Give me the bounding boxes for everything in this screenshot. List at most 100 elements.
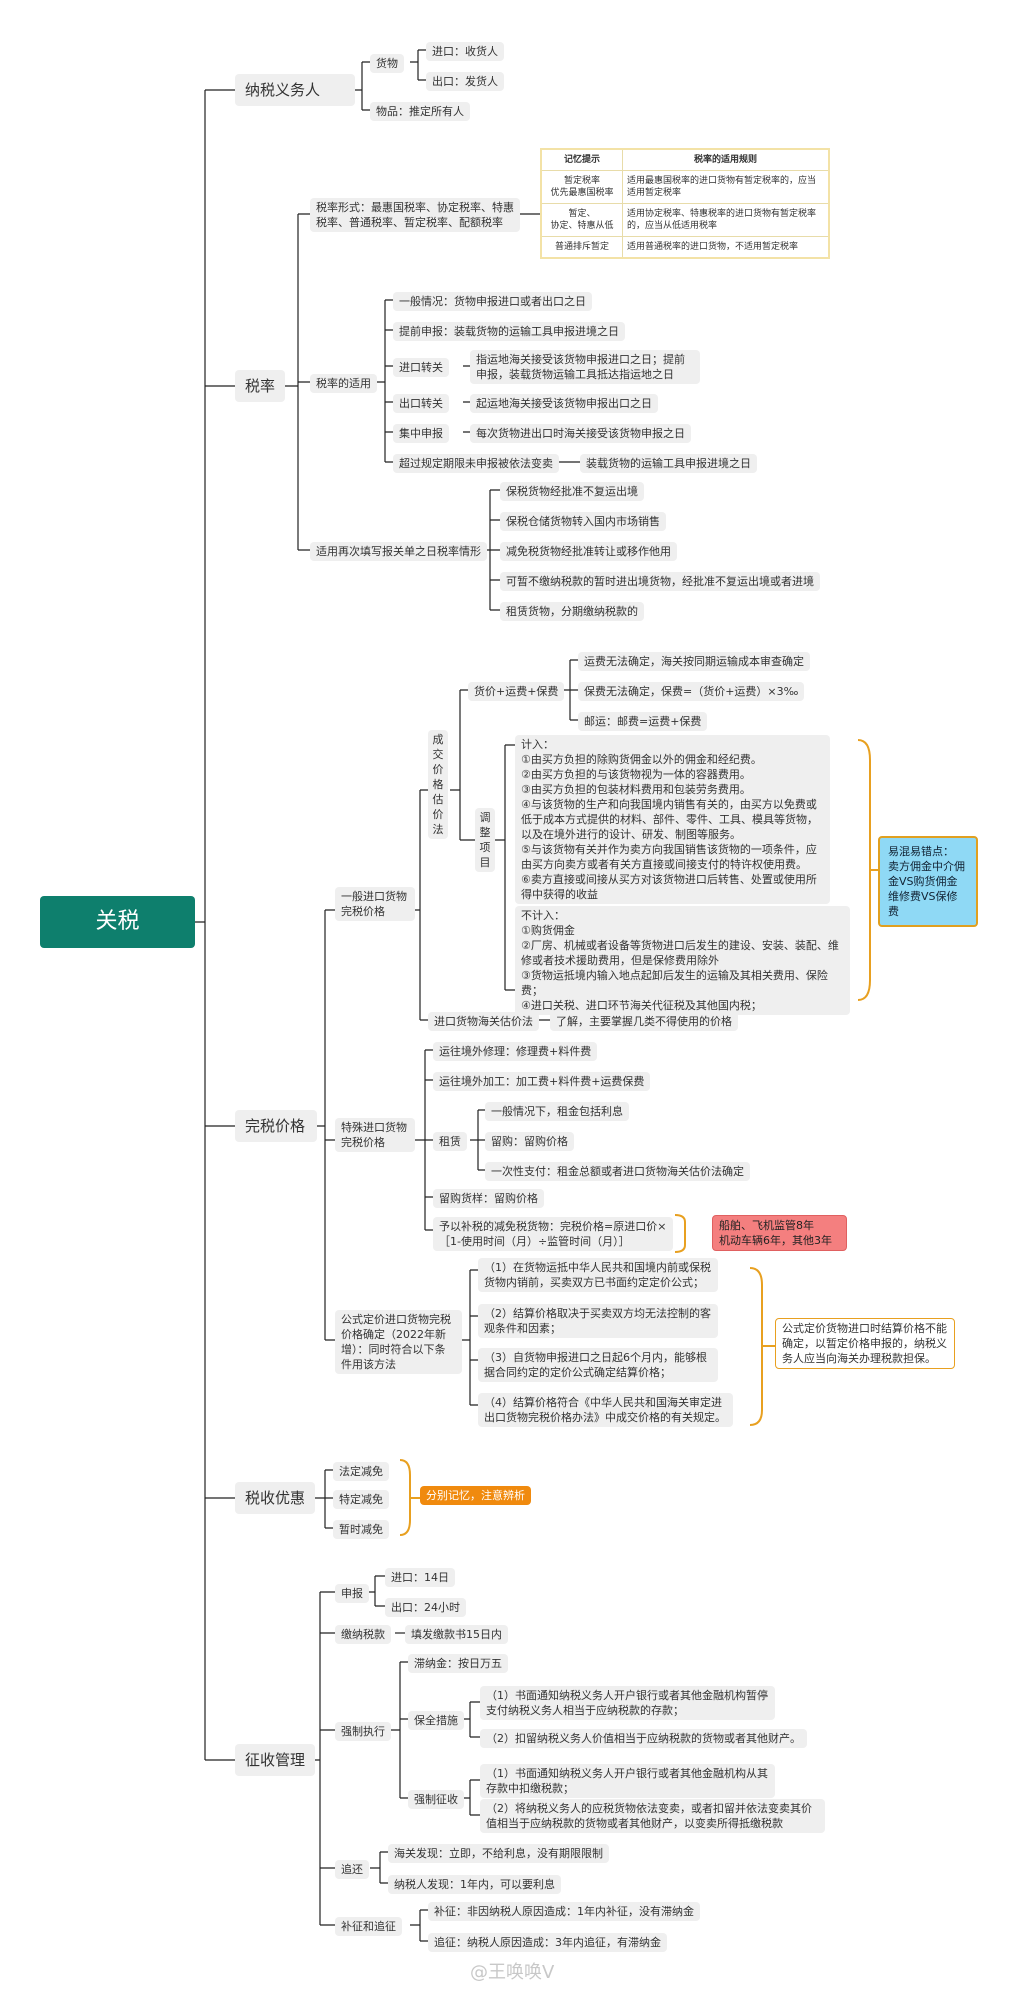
pay-label[interactable]: 缴纳税款: [335, 1625, 391, 1644]
rate-advance-node[interactable]: 提前申报：装载货物的运输工具申报进境之日: [393, 322, 625, 341]
overdue-node[interactable]: 装载货物的运输工具申报进境之日: [580, 454, 757, 473]
rate-memo-table: 记忆提示 税率的适用规则 暂定税率 优先最惠国税率 适用最惠国税率的进口货物有暂…: [540, 148, 830, 259]
pay-node[interactable]: 填发缴款书15日内: [405, 1625, 508, 1644]
processing-node[interactable]: 运往境外加工：加工费+料件费+运费保费: [433, 1072, 651, 1091]
centralized-label[interactable]: 集中申报: [393, 424, 449, 443]
rate-general-node[interactable]: 一般情况：货物申报进口或者出口之日: [393, 292, 592, 311]
force-node[interactable]: 强制征收: [408, 1790, 464, 1809]
relief-item[interactable]: 特定减免: [333, 1490, 389, 1509]
condition-item[interactable]: （2）结算价格取决于买卖双方均无法控制的客观条件和因素；: [478, 1304, 718, 1338]
declare-node[interactable]: 申报: [335, 1584, 369, 1603]
refill-item[interactable]: 保税货物经批准不复运出境: [500, 482, 644, 501]
declare-out-node[interactable]: 出口：24小时: [385, 1598, 466, 1617]
memo-cell: 适用普通税率的进口货物，不适用暂定税率: [622, 236, 830, 259]
goods-node[interactable]: 货物: [370, 54, 404, 73]
refill-label[interactable]: 适用再次填写报关单之日税率情形: [310, 542, 487, 561]
refill-item[interactable]: 减免税货物经批准转让或移作他用: [500, 542, 677, 561]
lease-item[interactable]: 一次性支付：租金总额或者进口货物海关估价法确定: [485, 1162, 750, 1181]
supplement-node[interactable]: 补征和追征: [335, 1917, 402, 1936]
supplement-b-node[interactable]: 追征：纳税人原因造成：3年内追征，有滞纳金: [428, 1933, 667, 1952]
memo-header-rule: 税率的适用规则: [622, 148, 830, 171]
refill-item[interactable]: 可暂不缴纳税款的暂时进出境货物，经批准不复运出境或者进境: [500, 572, 820, 591]
recover-node[interactable]: 追还: [335, 1860, 369, 1879]
centralized-node[interactable]: 每次货物进出口时海关接受该货物申报之日: [470, 424, 691, 443]
declare-in-node[interactable]: 进口：14日: [385, 1568, 455, 1587]
relief-note: 分别记忆，注意辨析: [420, 1486, 531, 1505]
include-item: ④与该货物的生产和向我国境内销售有关的，由买方以免费或低于成本方式提供的材料、部…: [521, 798, 818, 841]
memo-header-tip: 记忆提示: [540, 148, 623, 171]
memo-cell: 普通排斥暂定: [540, 236, 623, 259]
condition-item[interactable]: （1）在货物运抵中华人民共和国境内前或保税货物内销前，买卖双方已书面约定定价公式…: [478, 1258, 718, 1292]
root-node[interactable]: 关税: [40, 896, 195, 948]
post-node[interactable]: 邮运：邮费=运费+保费: [578, 712, 708, 731]
collection-node[interactable]: 征收管理: [235, 1744, 315, 1776]
lease-node[interactable]: 租赁: [433, 1132, 467, 1151]
include-item: ②由买方负担的与该货物视为一体的容器费用。: [521, 768, 751, 781]
rate-apply-node[interactable]: 税率的适用: [310, 374, 377, 393]
condition-item[interactable]: （4）结算价格符合《中华人民共和国海关审定进出口货物完税价格办法》中成交价格的有…: [478, 1393, 733, 1427]
repair-node[interactable]: 运往境外修理：修理费+料件费: [433, 1042, 598, 1061]
relief-node[interactable]: 税收优惠: [235, 1482, 315, 1514]
rate-node[interactable]: 税率: [235, 370, 285, 402]
price-formula-node[interactable]: 货价+运费+保费: [468, 682, 565, 701]
import-receiver-node[interactable]: 进口：收货人: [426, 42, 504, 61]
include-item: ③由买方负担的包装材料费用和包装劳务费用。: [521, 783, 751, 796]
memo-cell: 暂定税率 优先最惠国税率: [540, 170, 623, 204]
adjust-items-node[interactable]: 调整项目: [475, 808, 495, 872]
customs-estimate-label[interactable]: 进口货物海关估价法: [428, 1012, 539, 1031]
general-import-node[interactable]: 一般进口货物完税价格: [335, 887, 415, 921]
exclude-item: ②厂房、机械或者设备等货物进口后发生的建设、安装、装配、维修或者技术援助费用，但…: [521, 939, 839, 967]
formula-price-node[interactable]: 公式定价进口货物完税价格确定（2022年新增）：同时符合以下条件用该方法: [335, 1310, 462, 1374]
transaction-method-node[interactable]: 成交价格估价法: [428, 730, 448, 839]
exclude-item: ①购货佣金: [521, 924, 575, 937]
memo-cell: 适用协定税率、特惠税率的进口货物有暂定税率的，应当从低适用税率: [622, 203, 830, 237]
overdue-label[interactable]: 超过规定期限未申报被依法变卖: [393, 454, 559, 473]
include-box[interactable]: 计入： ①由买方负担的除购货佣金以外的佣金和经纪费。 ②由买方负担的与该货物视为…: [515, 735, 830, 904]
condition-item[interactable]: （3）自货物申报进口之日起6个月内，能够根据合同约定的定价公式确定结算价格；: [478, 1348, 718, 1382]
dutiable-node[interactable]: 完税价格: [235, 1110, 317, 1142]
transit-in-label[interactable]: 进口转关: [393, 358, 449, 377]
include-item: ①由买方负担的除购货佣金以外的佣金和经纪费。: [521, 753, 762, 766]
supplement-a-node[interactable]: 补征：非因纳税人原因造成：1年内补征，没有滞纳金: [428, 1902, 700, 1921]
preserve-node[interactable]: 保全措施: [408, 1711, 464, 1730]
exclude-item: ③货物运抵境内输入地点起卸后发生的运输及其相关费用、保险费；: [521, 969, 828, 997]
lease-item[interactable]: 留购：留购价格: [485, 1132, 574, 1151]
formula-note: 公式定价货物进口时结算价格不能确定，以暂定价格申报的，纳税义务人应当向海关办理税…: [775, 1318, 955, 1369]
reduced-goods-node[interactable]: 予以补税的减免税货物：完税价格=原进口价×［1-使用时间（月）÷监管时间（月）］: [433, 1217, 673, 1251]
include-item: ⑥卖方直接或间接从买方对该货物进口后转售、处置或使用所得中获得的收益: [521, 873, 817, 901]
confuse-note: 易混易错点： 卖方佣金中介佣金VS购货佣金 维修费VS保修费: [878, 836, 978, 927]
rate-forms-node[interactable]: 税率形式：最惠国税率、协定税率、特惠税率、普通税率、暂定税率、配额税率: [310, 198, 520, 232]
include-title: 计入：: [521, 738, 554, 751]
recover-customs-node[interactable]: 海关发现：立即，不给利息，没有期限限制: [388, 1844, 609, 1863]
taxpayer-node[interactable]: 纳税义务人: [235, 74, 355, 106]
customs-estimate-node[interactable]: 了解，主要掌握几类不得使用的价格: [550, 1012, 738, 1031]
force-item[interactable]: （1）书面通知纳税义务人开户银行或者其他金融机构从其存款中扣缴税款；: [480, 1764, 775, 1798]
refill-item[interactable]: 租赁货物，分期缴纳税款的: [500, 602, 644, 621]
insurance-node[interactable]: 保费无法确定，保费=（货价+运费）×3‰: [578, 682, 805, 701]
watermark: @王唤唤V: [470, 1962, 555, 1983]
late-fee-node[interactable]: 滞纳金：按日万五: [408, 1654, 508, 1673]
recover-taxpayer-node[interactable]: 纳税人发现：1年内，可以要利息: [388, 1875, 561, 1894]
transit-in-node[interactable]: 指运地海关接受该货物申报进口之日；提前申报，装载货物运输工具抵达指运地之日: [470, 350, 700, 384]
special-import-node[interactable]: 特殊进口货物完税价格: [335, 1118, 415, 1152]
relief-item[interactable]: 法定减免: [333, 1462, 389, 1481]
exclude-box[interactable]: 不计入： ①购货佣金 ②厂房、机械或者设备等货物进口后发生的建设、安装、装配、维…: [515, 906, 850, 1015]
refill-item[interactable]: 保税仓储货物转入国内市场销售: [500, 512, 666, 531]
enforce-node[interactable]: 强制执行: [335, 1722, 391, 1741]
lease-item[interactable]: 一般情况下，租金包括利息: [485, 1102, 629, 1121]
relief-item[interactable]: 暂时减免: [333, 1520, 389, 1539]
retained-sample-node[interactable]: 留购货样：留购价格: [433, 1189, 544, 1208]
transit-out-label[interactable]: 出口转关: [393, 394, 449, 413]
include-item: ⑤与该货物有关并作为卖方向我国销售该货物的一项条件，应由买方向卖方或者有关方直接…: [521, 843, 817, 871]
memo-cell: 暂定、 协定、特惠从低: [540, 203, 623, 237]
preserve-item[interactable]: （1）书面通知纳税义务人开户银行或者其他金融机构暂停支付纳税义务人相当于应纳税款…: [480, 1686, 775, 1720]
transit-out-node[interactable]: 起运地海关接受该货物申报出口之日: [470, 394, 658, 413]
articles-node[interactable]: 物品：推定所有人: [370, 102, 470, 121]
freight-node[interactable]: 运费无法确定，海关按同期运输成本审查确定: [578, 652, 810, 671]
force-item[interactable]: （2）将纳税义务人的应税货物依法变卖，或者扣留并依法变卖其价值相当于应纳税款的货…: [480, 1799, 825, 1833]
export-sender-node[interactable]: 出口：发货人: [426, 72, 504, 91]
exclude-item: ④进口关税、进口环节海关代征税及其他国内税；: [521, 999, 762, 1012]
supervise-note: 船舶、飞机监管8年 机动车辆6年，其他3年: [712, 1215, 847, 1251]
preserve-item[interactable]: （2）扣留纳税义务人价值相当于应纳税款的货物或者其他财产。: [480, 1729, 807, 1748]
exclude-title: 不计入：: [521, 909, 565, 922]
